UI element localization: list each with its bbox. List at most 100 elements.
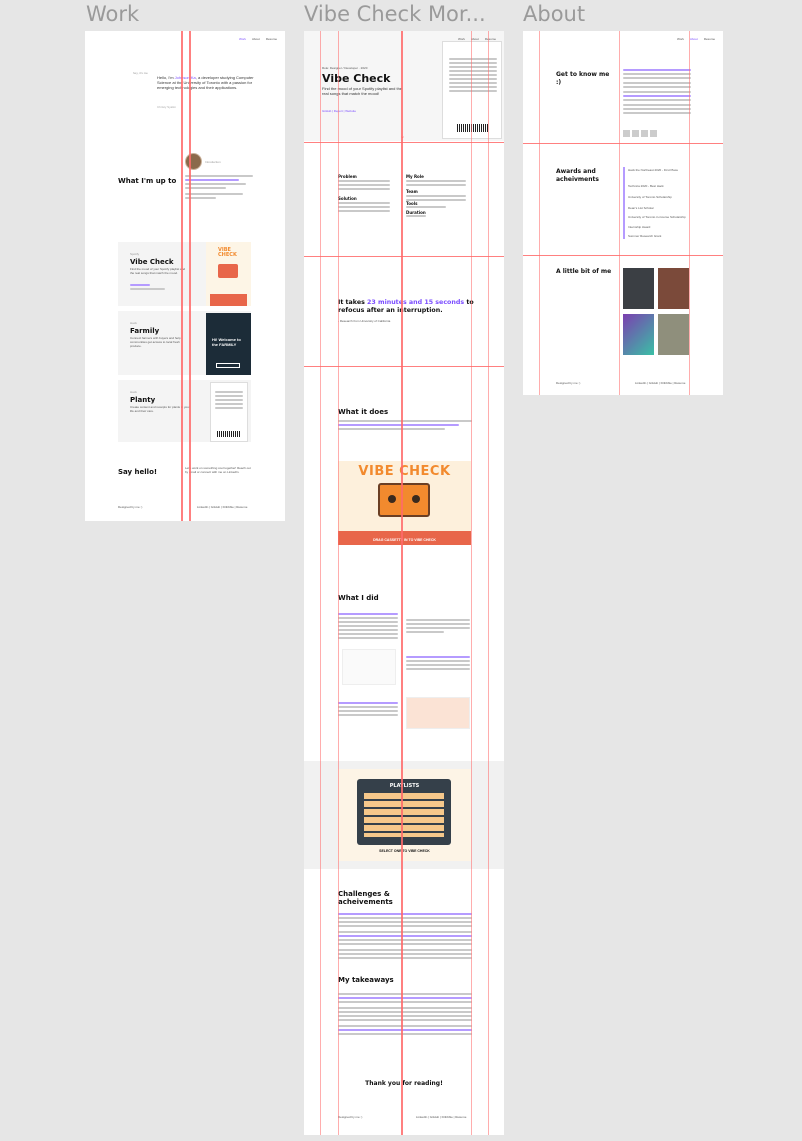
- awards-timeline: [623, 167, 625, 239]
- footer-links[interactable]: LinkedIn | GitHub | Dribbble | Resume: [416, 1115, 467, 1119]
- work-nav: Work About Resume: [239, 37, 277, 41]
- nav-work-link[interactable]: Work: [239, 37, 246, 41]
- nav-resume-link[interactable]: Resume: [484, 37, 496, 41]
- social-icon[interactable]: [641, 130, 648, 137]
- vibe-nav: Work About Resume: [458, 37, 496, 41]
- vibe-check-banner: VIBE CHECK DRAG CASSETTE IN TO VIBE CHEC…: [338, 461, 471, 545]
- about-nav: Work About Resume: [677, 37, 715, 41]
- footer-links[interactable]: LinkedIn | GitHub | Dribbble | Resume: [197, 505, 248, 509]
- project-tag: Hack: [130, 321, 137, 325]
- project-name: Vibe Check: [130, 258, 174, 266]
- project-desc: Connect farmers with buyers and help com…: [130, 336, 181, 348]
- stat-quote: It takes 23 minutes and 15 seconds to re…: [338, 299, 474, 314]
- what-i-did-heading: What I did: [338, 594, 379, 602]
- solution-heading: Solution: [338, 196, 357, 201]
- playlist-title: PLAYLISTS: [389, 783, 420, 789]
- photo-portrait: [623, 268, 654, 309]
- photo-alley: [658, 314, 689, 355]
- challenges-heading: Challenges & acheivements: [338, 890, 393, 906]
- up-to-title: What I'm up to: [118, 177, 177, 185]
- nav-about-link[interactable]: About: [251, 37, 260, 41]
- guide-column: [401, 31, 403, 1135]
- vibe-title: Vibe Check: [322, 72, 391, 85]
- takeaways-heading: My takeaways: [338, 976, 394, 984]
- footer-credit: Designed by me :): [118, 505, 143, 509]
- intro-name-link[interactable]: Johnson Ka: [174, 75, 196, 80]
- guide-column: [539, 31, 540, 395]
- award-item: Technica 2020 - Best Hack: [628, 184, 664, 188]
- guide-column: [619, 31, 620, 395]
- award-item: University of Toronto Scholarship: [628, 195, 672, 199]
- project-card-vibe-check[interactable]: Spotify Vibe Check Find the mood of your…: [118, 242, 251, 306]
- get-to-know-heading: Get to know me :): [556, 71, 610, 86]
- guide-row: [304, 256, 504, 257]
- project-tag: Hack: [130, 390, 137, 394]
- guide-column: [471, 31, 472, 1135]
- nav-work-link[interactable]: Work: [458, 37, 465, 41]
- intro-signature: Christy Syalim: [157, 105, 177, 109]
- screens-image: [406, 697, 470, 729]
- award-item: Dean's List Scholar: [628, 206, 654, 210]
- photo-neon: [623, 314, 654, 355]
- social-icon[interactable]: [632, 130, 639, 137]
- planty-receipt-art: [210, 382, 248, 442]
- problem-heading: Problem: [338, 174, 357, 179]
- avatar: [185, 153, 202, 170]
- frame-label-vibe-check[interactable]: Vibe Check Mor...: [304, 2, 486, 26]
- about-frame[interactable]: Work About Resume Get to know me :) Awar…: [523, 31, 723, 395]
- award-item: Hack the Northeast 2020 - First Place: [628, 168, 679, 172]
- nav-resume-link[interactable]: Resume: [265, 37, 277, 41]
- playlist-cta: SELECT ONE TO VIBE CHECK: [379, 849, 430, 853]
- awards-heading: Awards and acheivments: [556, 168, 599, 183]
- project-card-planty[interactable]: Hack Planty Create content and receipts …: [118, 380, 251, 442]
- guide-row: [523, 143, 723, 144]
- thanks-text: Thank you for reading!: [365, 1080, 443, 1087]
- cassette-image: [378, 483, 430, 517]
- guide-row: [523, 255, 723, 256]
- avatar-caption: Introduction: [205, 160, 221, 164]
- project-name: Farmily: [130, 327, 160, 335]
- nav-about-link[interactable]: About: [470, 37, 479, 41]
- photo-street: [658, 268, 689, 309]
- award-item: Internship Award: [628, 225, 651, 229]
- guide-row: [304, 142, 504, 143]
- project-desc: Create content and receipts for plants i…: [130, 405, 190, 413]
- social-icon[interactable]: [650, 130, 657, 137]
- frame-label-work[interactable]: Work: [86, 2, 140, 26]
- project-card-farmily[interactable]: Hack Farmily Connect farmers with buyers…: [118, 311, 251, 375]
- stat-source: - Research from University of California: [338, 319, 391, 323]
- guide-column: [320, 31, 321, 1135]
- project-desc: Find the mood of your Spotify playlist a…: [130, 267, 186, 275]
- guide-column: [488, 31, 489, 1135]
- say-hello-body: Let's work on something cool together! R…: [185, 466, 251, 474]
- social-icons: [623, 130, 657, 137]
- intro-tag: hey, it's me: [133, 71, 148, 75]
- vibe-links[interactable]: GitHub | Report | Website: [322, 109, 357, 113]
- guide-column: [338, 31, 339, 1135]
- vibe-check-frame[interactable]: Work About Resume Role: Designer / Devel…: [304, 31, 504, 1135]
- role-heading: My Role: [406, 174, 424, 179]
- up-to-text: [185, 175, 253, 201]
- guide-row: [304, 366, 504, 367]
- intro-text: Hello, I'm Johnson Ka, a developer study…: [157, 75, 254, 90]
- frame-label-about[interactable]: About: [523, 2, 586, 26]
- work-frame[interactable]: Work About Resume hey, it's me Hello, I'…: [85, 31, 285, 521]
- banner-title: VIBE CHECK: [358, 464, 451, 479]
- guide-column: [189, 31, 191, 521]
- say-hello-title: Say hello!: [118, 468, 158, 476]
- footer-credit: Designed by me :): [338, 1115, 363, 1119]
- guide-column: [181, 31, 183, 521]
- guide-column: [689, 31, 690, 395]
- vibe-subtitle: Find the mood of your Spotify playlist a…: [322, 86, 403, 96]
- vibe-receipt-image: [442, 41, 502, 139]
- nav-resume-link[interactable]: Resume: [703, 37, 715, 41]
- social-icon[interactable]: [623, 130, 630, 137]
- nav-about-link[interactable]: About: [689, 37, 698, 41]
- footer-links[interactable]: LinkedIn | GitHub | Dribbble | Resume: [635, 381, 686, 385]
- project-tag: Spotify: [130, 252, 140, 256]
- nav-work-link[interactable]: Work: [677, 37, 684, 41]
- project-name: Planty: [130, 396, 156, 404]
- bit-of-me-heading: A little bit of me: [556, 268, 612, 275]
